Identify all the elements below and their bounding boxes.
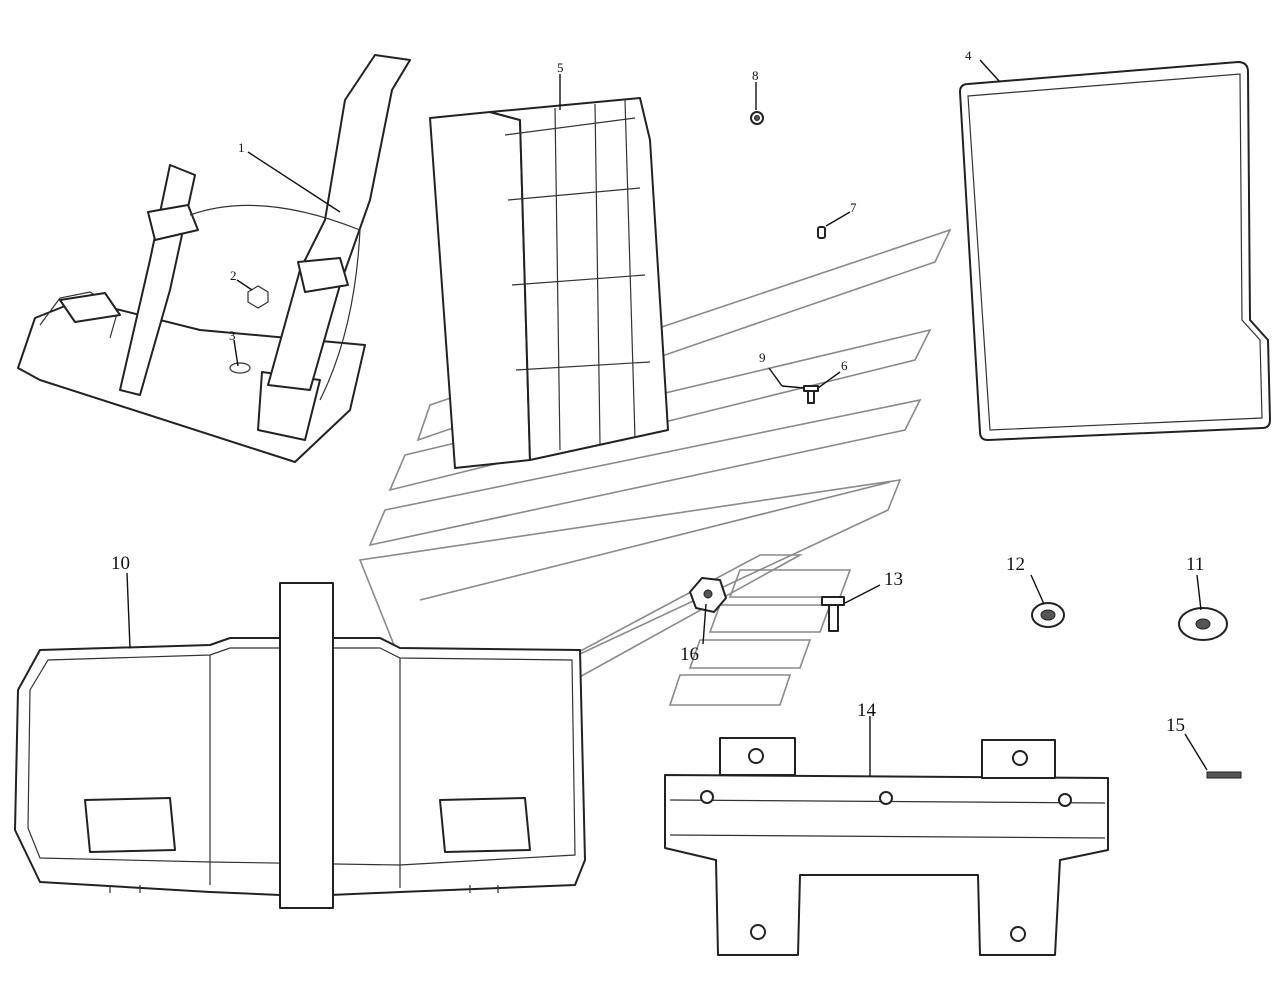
- callout-12: 12: [1006, 554, 1025, 575]
- callout-11: 11: [1186, 554, 1204, 575]
- bolt: [821, 596, 845, 632]
- callout-5: 5: [557, 60, 564, 75]
- flat-washer: [1178, 607, 1228, 641]
- callout-2: 2: [230, 268, 237, 283]
- clip-fastener: [689, 577, 727, 613]
- hinged-grille-cover: [429, 97, 669, 469]
- thick-washer: [1031, 602, 1065, 628]
- callout-labels: 1 2 3 4 5 6 7 8 9 10 11 12 13 14 15 16: [111, 48, 1204, 736]
- small-fasteners: [750, 111, 826, 404]
- callout-9: 9: [759, 350, 766, 365]
- pin: [1206, 771, 1242, 779]
- leader-lines: [126, 59, 1208, 776]
- mounting-bracket: [664, 737, 1109, 956]
- callout-14: 14: [857, 700, 877, 721]
- callout-1: 1: [238, 140, 245, 155]
- watermark-logo: [358, 228, 952, 711]
- callout-7: 7: [850, 200, 857, 215]
- battery-tray-with-straps: [17, 54, 411, 463]
- flat-cover-panel: [959, 61, 1271, 441]
- callout-8: 8: [752, 68, 759, 83]
- callout-16: 16: [680, 644, 699, 665]
- callout-4: 4: [965, 48, 972, 63]
- callout-15: 15: [1166, 715, 1185, 736]
- callout-3: 3: [229, 328, 236, 343]
- callout-10: 10: [111, 553, 130, 574]
- battery-box: [14, 582, 586, 909]
- callout-6: 6: [841, 358, 848, 373]
- callout-13: 13: [884, 569, 903, 590]
